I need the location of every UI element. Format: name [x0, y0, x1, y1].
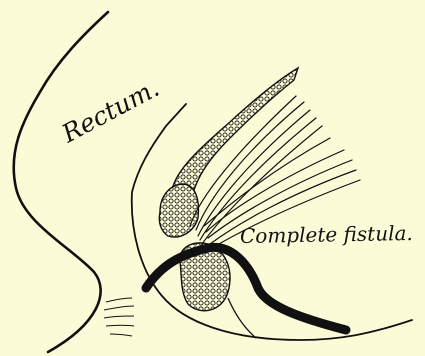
vessel-line	[228, 298, 256, 338]
fistula-tract	[146, 247, 346, 330]
rectum-wall-line	[14, 12, 108, 352]
upper-sphincter-mass	[159, 184, 198, 237]
complete-fistula-label: Complete fistula.	[240, 221, 413, 248]
anal-hair-lines	[104, 298, 134, 336]
